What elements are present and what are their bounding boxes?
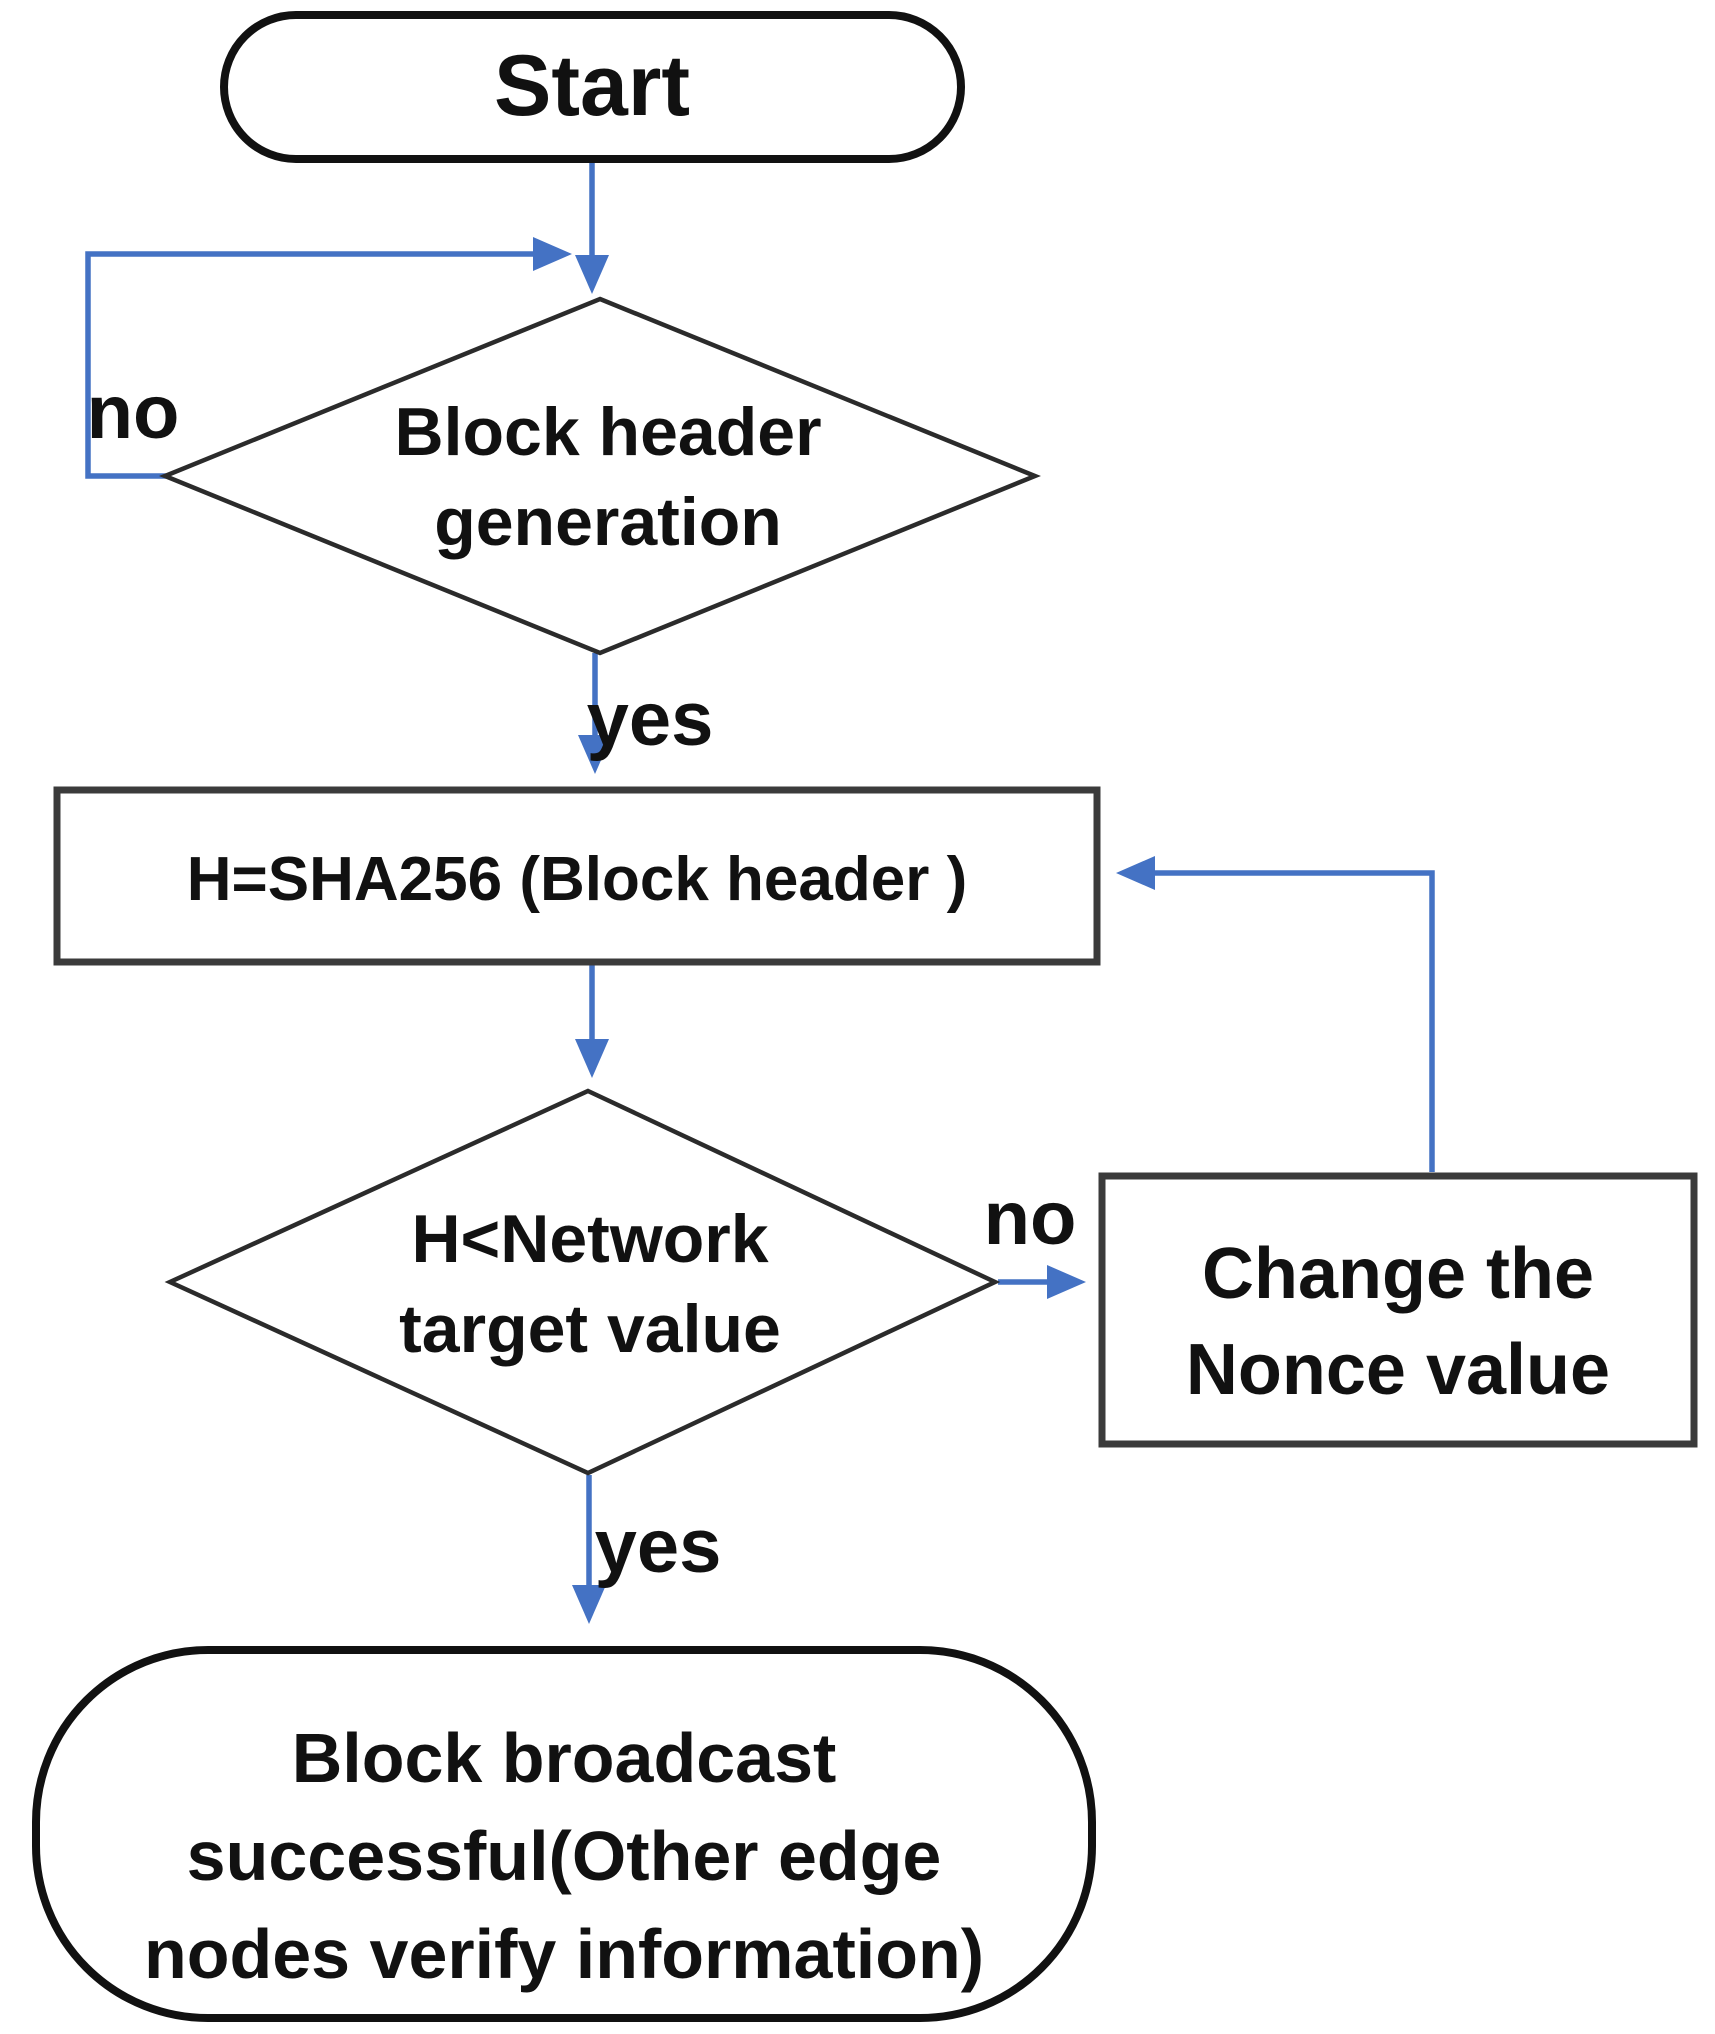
hash-process-label: H=SHA256 (Block header )	[187, 845, 967, 914]
change-nonce-node	[1098, 1172, 1698, 1448]
arrow-nonce-feedback-to-hash	[1116, 856, 1435, 1172]
target-value-decision-node	[164, 1088, 1001, 1476]
change-nonce-line1: Change the	[1202, 1234, 1594, 1314]
start-node-label: Start	[494, 38, 690, 134]
target-value-decision-line2: target value	[399, 1291, 781, 1367]
block-header-decision-node	[159, 296, 1041, 656]
yes-label-target-decision: yes	[595, 1504, 722, 1589]
broadcast-terminal-line2: successful(Other edge	[187, 1817, 942, 1895]
target-value-decision-line1: H<Network	[411, 1201, 768, 1277]
start-node	[220, 11, 965, 163]
block-header-decision-line1: Block header	[394, 394, 821, 470]
no-label-target-decision: no	[984, 1176, 1077, 1261]
yes-label-header-decision: yes	[587, 677, 714, 762]
hash-process-node	[53, 786, 1101, 966]
broadcast-terminal-node	[32, 1646, 1096, 2022]
arrow-no-loop-header-decision	[85, 237, 572, 479]
broadcast-terminal-line3: nodes verify information)	[144, 1915, 984, 1993]
change-nonce-line2: Nonce value	[1186, 1330, 1610, 1410]
block-header-decision-line2: generation	[434, 484, 782, 560]
broadcast-terminal-line1: Block broadcast	[292, 1719, 837, 1797]
no-label-header-decision: no	[87, 370, 180, 455]
